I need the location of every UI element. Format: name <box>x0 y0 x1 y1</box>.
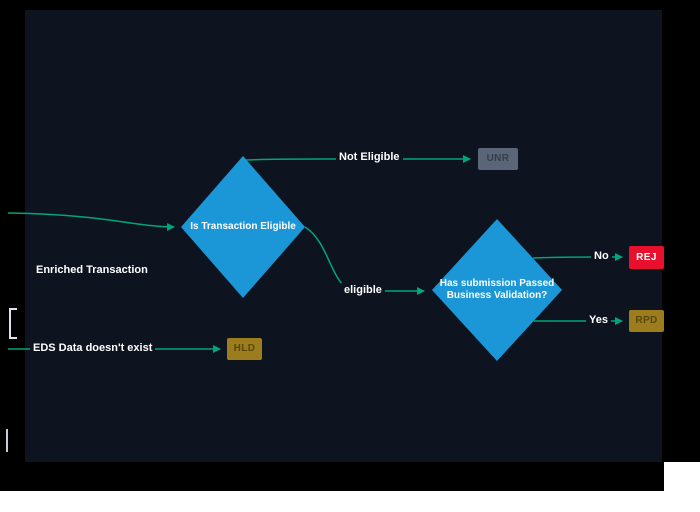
clipped-edge-elements <box>6 308 17 452</box>
decision-node-transaction-eligible-label: Is Transaction Eligible <box>190 221 296 232</box>
page-background-corner <box>664 462 700 491</box>
decision-node-transaction-eligible[interactable] <box>181 156 305 298</box>
edge-enriched-transaction <box>7 212 175 231</box>
edge-label-eds-data-missing: EDS Data doesn't exist <box>30 341 156 355</box>
decision-node-business-validation-label: Has submission Passed Business Validatio… <box>439 278 555 301</box>
clipped-node-bracket <box>9 308 17 339</box>
decision-node-business-validation[interactable] <box>432 219 562 361</box>
edge-label-eligible: eligible <box>341 283 385 297</box>
status-node-rej[interactable]: REJ <box>629 246 664 269</box>
edge-label-yes: Yes <box>586 313 611 327</box>
status-node-rpd[interactable]: RPD <box>629 310 664 332</box>
status-node-hld[interactable]: HLD <box>227 338 262 360</box>
edge-label-no: No <box>591 249 612 263</box>
edge-label-enriched-transaction: Enriched Transaction <box>36 264 148 276</box>
edge-not-eligible <box>245 155 471 163</box>
edge-label-not-eligible: Not Eligible <box>336 150 403 164</box>
status-node-unr[interactable]: UNR <box>478 148 518 170</box>
edge-eligible <box>304 226 425 295</box>
flow-canvas[interactable] <box>25 10 662 462</box>
